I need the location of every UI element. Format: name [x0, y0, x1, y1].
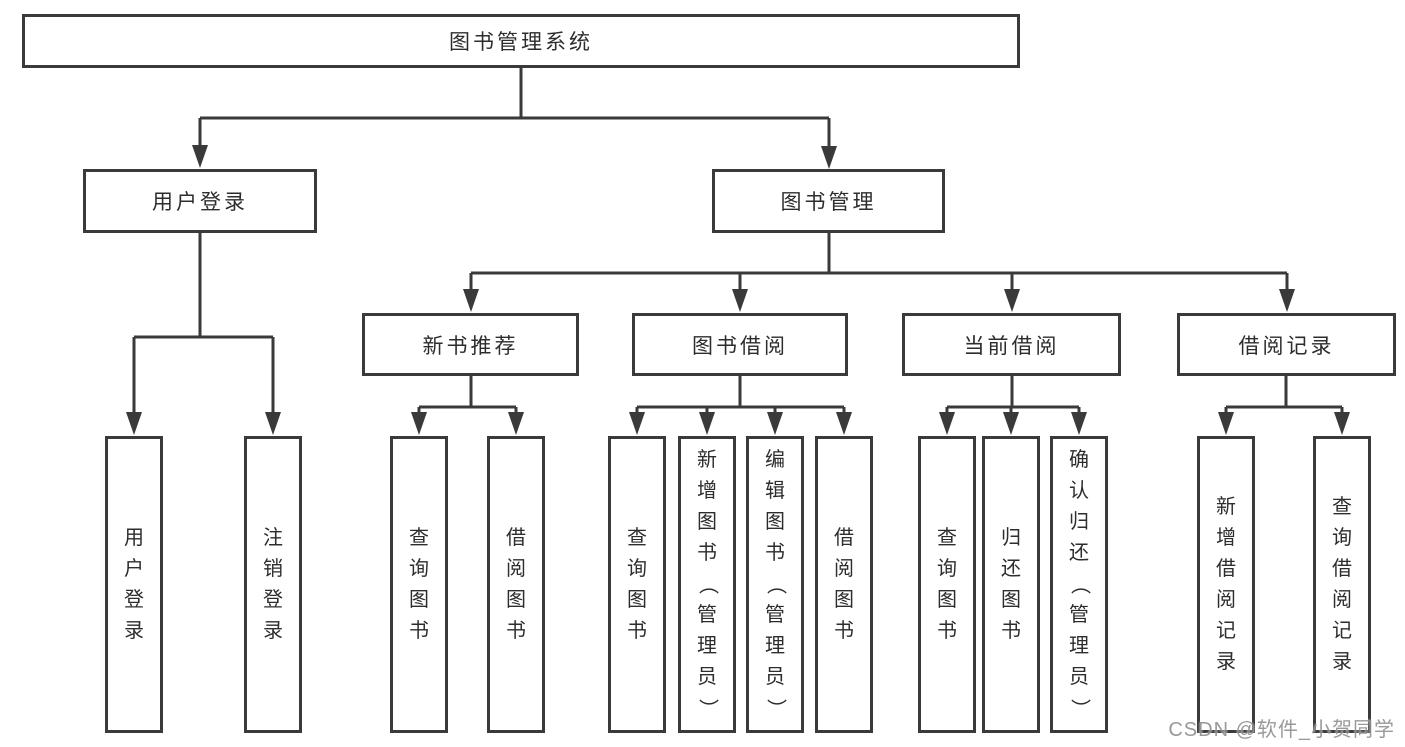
node-current-borrowing-label: 当前借阅	[963, 334, 1060, 358]
node-user-login-label: 用户登录	[152, 191, 248, 214]
leaf-user-login: 用户登录	[105, 436, 163, 733]
node-book-borrowing: 图书借阅	[632, 313, 848, 376]
csdn-watermark: CSDN @软件_小贺同学	[1168, 719, 1395, 741]
node-book-management-label: 图书管理	[780, 191, 877, 214]
leaf-confirm-return-admin-label: 确认归还（管理员）	[1068, 449, 1091, 719]
leaf-query-borrow-record-label: 查询借阅记录	[1332, 495, 1352, 673]
leaf-borrow-books-newbooks-label: 借阅图书	[506, 526, 526, 642]
node-borrowing-records: 借阅记录	[1177, 313, 1396, 376]
node-root-system: 图书管理系统	[22, 14, 1020, 68]
leaf-logout-label: 注销登录	[263, 526, 283, 642]
leaf-add-book-admin-label: 新增图书（管理员）	[696, 449, 719, 719]
leaf-query-books-newbooks: 查询图书	[390, 436, 448, 733]
leaf-confirm-return-admin: 确认归还（管理员）	[1050, 436, 1108, 733]
leaf-query-borrow-record: 查询借阅记录	[1313, 436, 1371, 733]
leaf-add-borrow-record-label: 新增借阅记录	[1216, 495, 1236, 673]
node-root-label: 图书管理系统	[449, 31, 593, 54]
leaf-query-books-current: 查询图书	[918, 436, 976, 733]
node-current-borrowing: 当前借阅	[902, 313, 1121, 376]
node-new-book-recommend: 新书推荐	[362, 313, 579, 376]
leaf-borrow-books: 借阅图书	[815, 436, 873, 733]
leaf-query-books-current-label: 查询图书	[937, 526, 957, 642]
node-borrowing-records-label: 借阅记录	[1238, 334, 1335, 358]
leaf-return-books-label: 归还图书	[1001, 526, 1021, 642]
leaf-edit-book-admin-label: 编辑图书（管理员）	[764, 449, 787, 719]
node-book-management: 图书管理	[712, 169, 945, 233]
leaf-query-books-borrowing: 查询图书	[608, 436, 666, 733]
leaf-query-books-newbooks-label: 查询图书	[409, 526, 429, 642]
node-new-book-recommend-label: 新书推荐	[422, 334, 519, 358]
leaf-add-book-admin: 新增图书（管理员）	[678, 436, 736, 733]
leaf-add-borrow-record: 新增借阅记录	[1197, 436, 1255, 733]
leaf-return-books: 归还图书	[982, 436, 1040, 733]
node-user-login: 用户登录	[83, 169, 317, 233]
leaf-borrow-books-label: 借阅图书	[834, 526, 854, 642]
leaf-user-login-label: 用户登录	[124, 526, 144, 642]
leaf-edit-book-admin: 编辑图书（管理员）	[746, 436, 804, 733]
leaf-query-books-borrowing-label: 查询图书	[627, 526, 647, 642]
leaf-logout: 注销登录	[244, 436, 302, 733]
leaf-borrow-books-newbooks: 借阅图书	[487, 436, 545, 733]
node-book-borrowing-label: 图书借阅	[692, 334, 788, 358]
